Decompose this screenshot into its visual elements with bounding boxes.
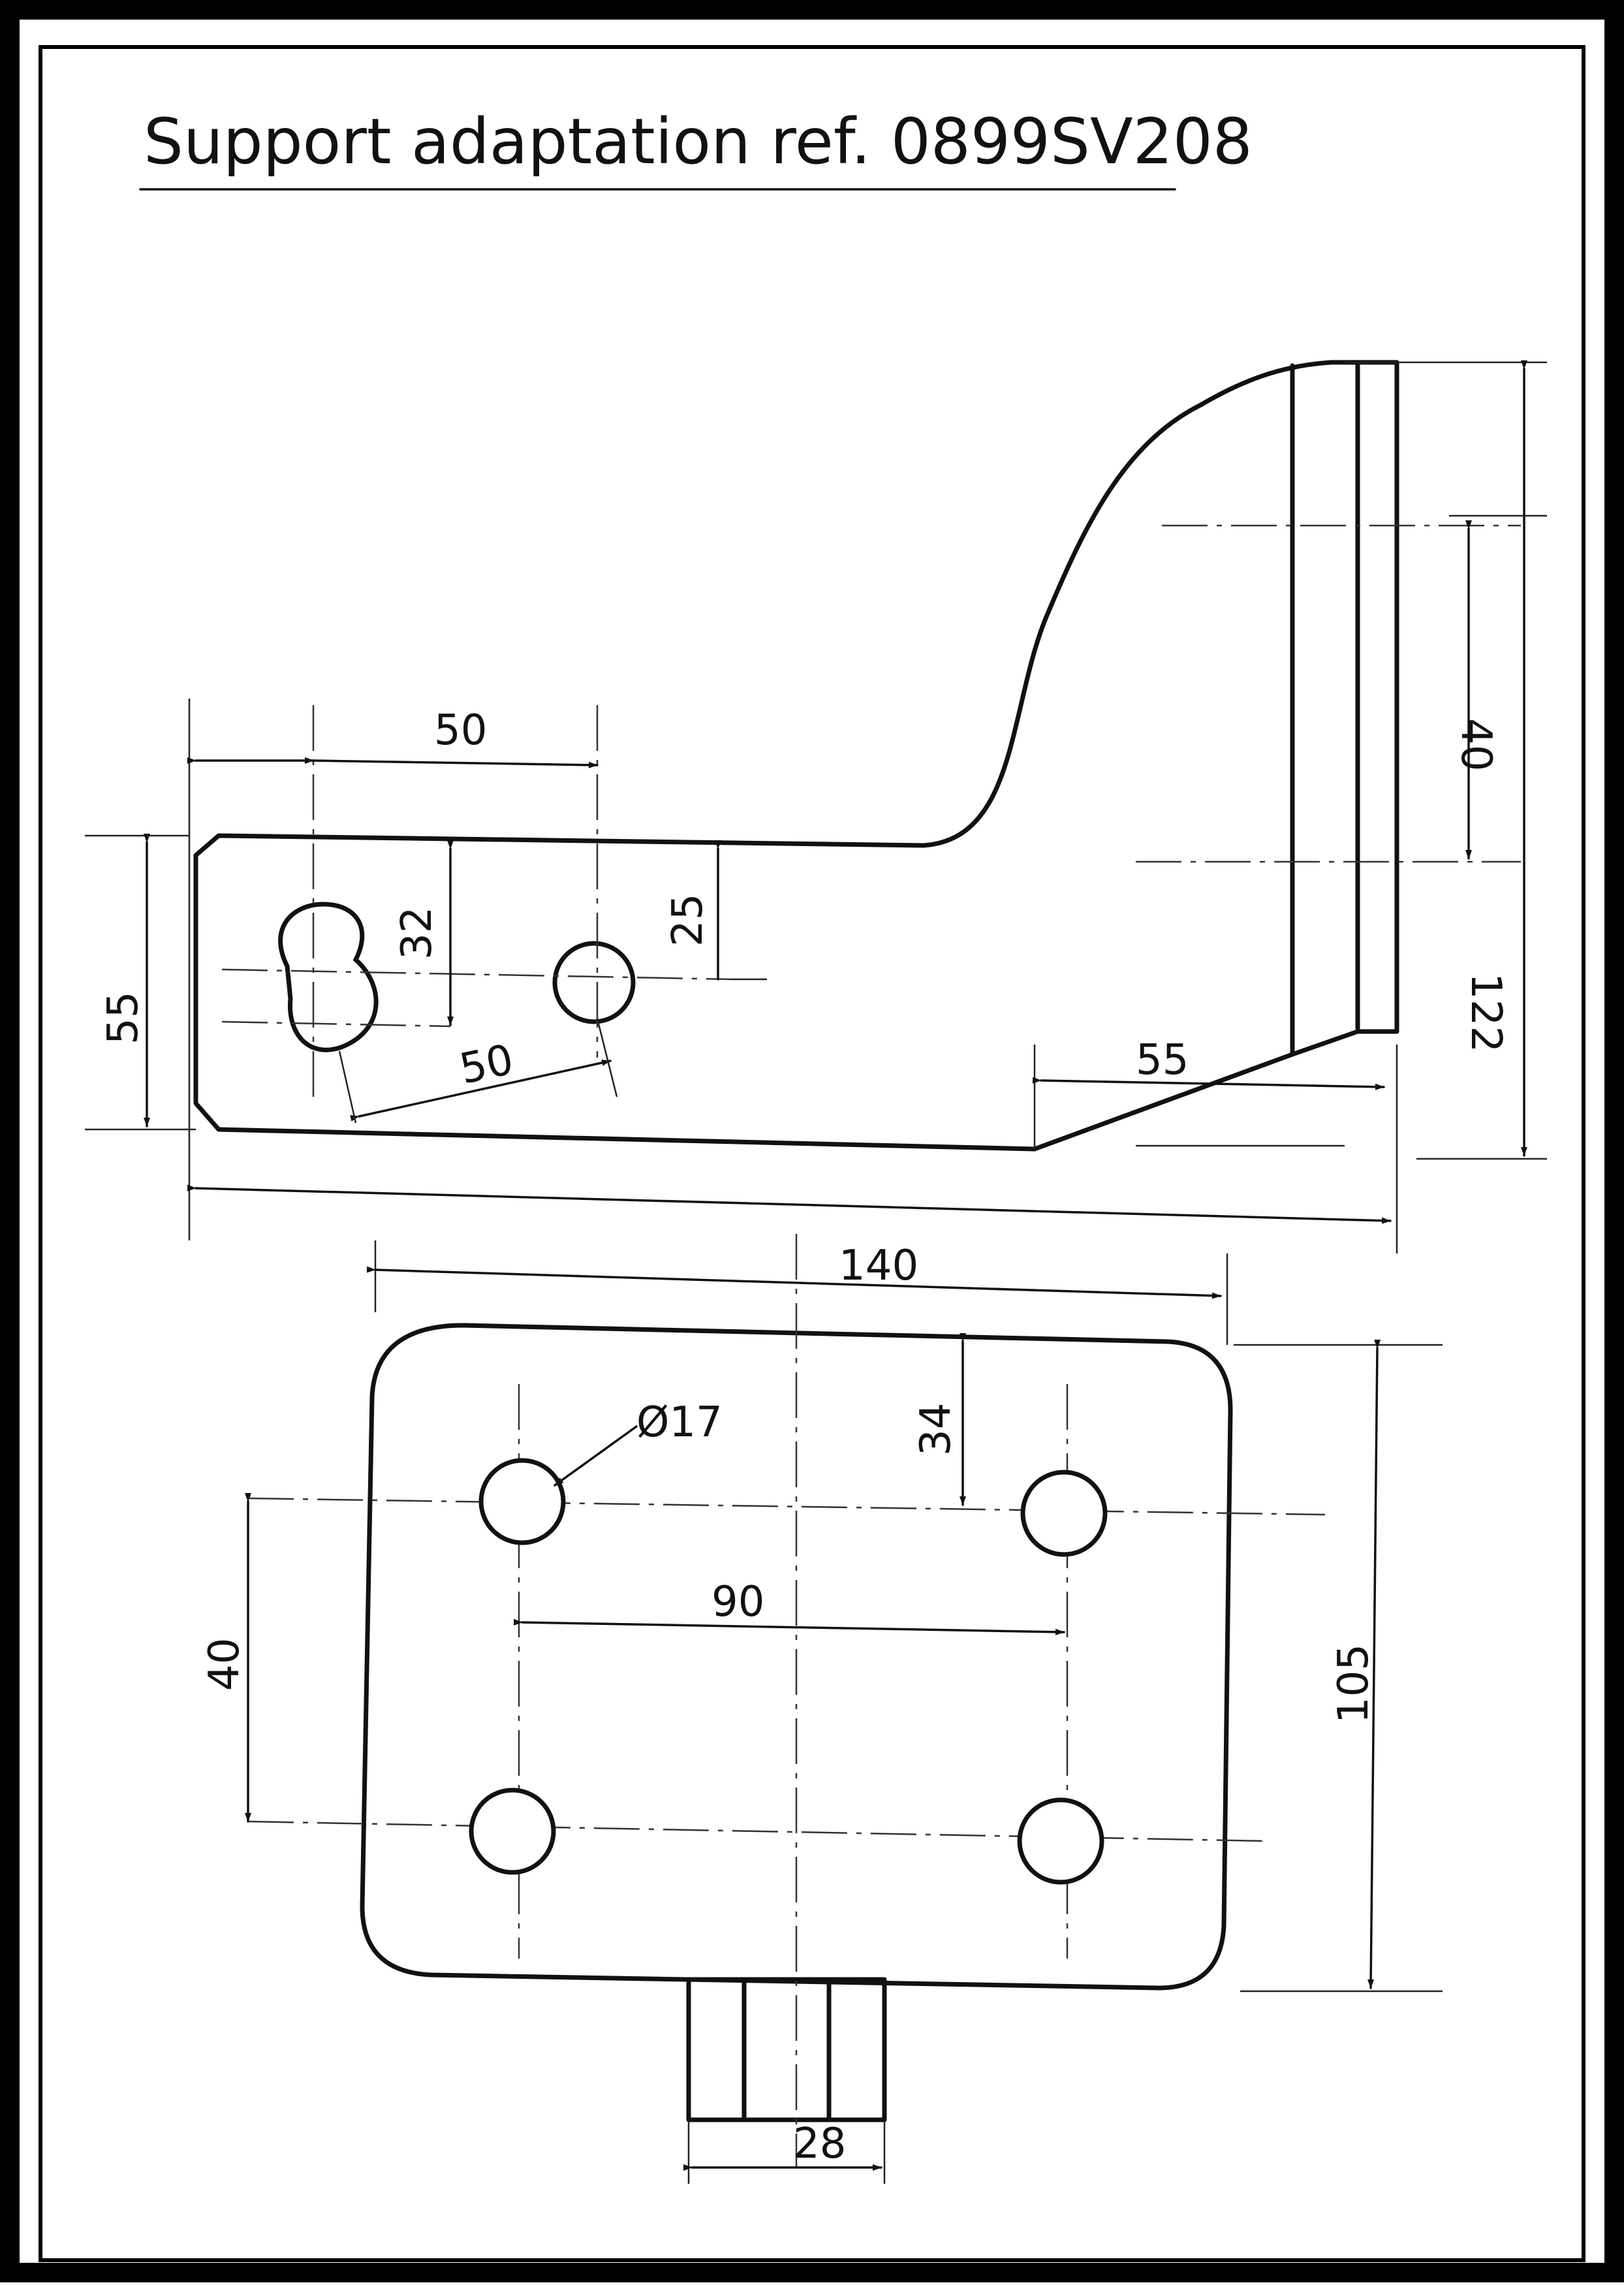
side-outline: [193, 360, 1399, 1152]
dim-hole-edge-offset: 34: [912, 1403, 960, 1456]
dim-plan-height: 105: [1330, 1644, 1378, 1724]
drawing-title: Support adaptation ref. 0899SV208: [144, 105, 1253, 178]
plan-view: 140 Ø17 34 90 40 105: [200, 1234, 1443, 2184]
dim-right-upper: 40: [1452, 718, 1500, 771]
dim-left-height: 55: [99, 992, 148, 1045]
plan-hole-top-left: [478, 1458, 566, 1545]
dim-hole-diameter: Ø17: [636, 1398, 723, 1447]
dim-edge-offset: 25: [664, 894, 712, 947]
centerline-h1: [221, 968, 732, 981]
dim-right-total: 122: [1461, 973, 1510, 1052]
dim-plan-width: 140: [839, 1242, 918, 1290]
centerline-h2: [221, 1020, 451, 1028]
frame-line: [39, 45, 1585, 2262]
plan-tab: [686, 1977, 887, 2122]
dim-hole-spacing-y: 40: [200, 1638, 249, 1691]
dim-hole-height: 32: [393, 907, 441, 960]
dim-hole-spacing-x: 90: [711, 1578, 764, 1626]
dim-bottom-taper: 55: [1136, 1036, 1189, 1084]
dim-tab-width: 28: [793, 2120, 846, 2168]
round-hole: [552, 941, 636, 1024]
plan-hole-top-right: [1020, 1470, 1108, 1557]
slot-hole: [278, 902, 379, 1052]
side-view: 50 32 25 50 55 40 122 55: [85, 360, 1547, 1253]
dim-hole-spacing-top: 50: [434, 706, 487, 755]
plan-hole-bottom-right: [1017, 1797, 1104, 1885]
plan-hole-bottom-left: [469, 1788, 556, 1875]
dim-slot-spacing: 50: [456, 1035, 518, 1094]
